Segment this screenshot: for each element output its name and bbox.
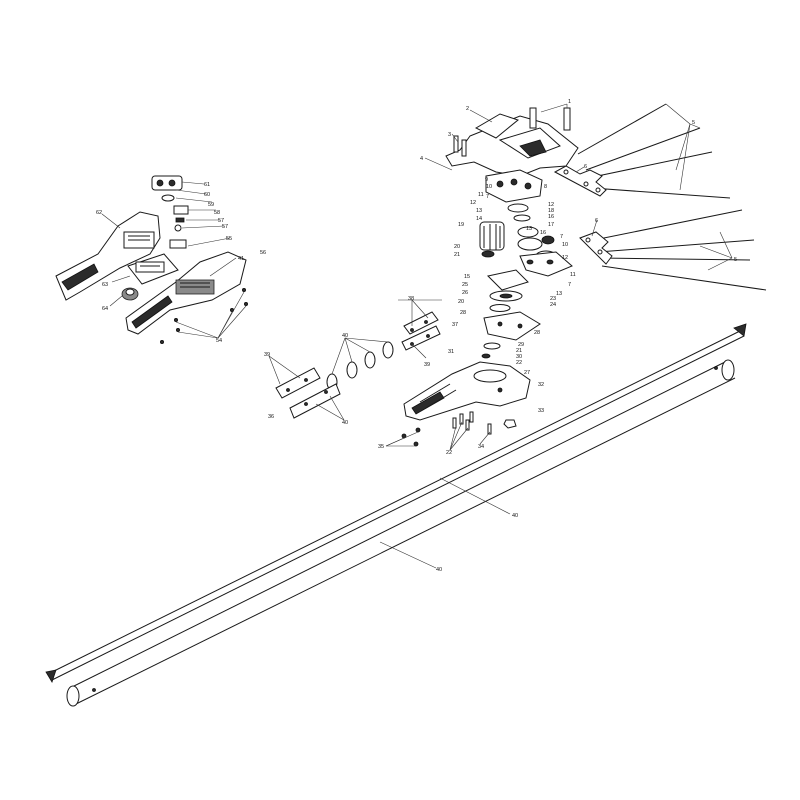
callout-label: 37 <box>452 322 458 328</box>
callout-label: 19 <box>458 222 464 228</box>
callout-label: 25 <box>462 282 468 288</box>
callout-label: 8 <box>544 184 547 190</box>
battery-pack <box>127 253 179 285</box>
callout-label: 2 <box>466 106 469 112</box>
callout-label: 32 <box>538 382 544 388</box>
callout-label: 59 <box>208 202 214 208</box>
callout-label: 14 <box>476 216 482 222</box>
callout-label: 13 <box>556 291 562 297</box>
callout-label: 9 <box>485 177 488 183</box>
callout-label: 23 <box>550 296 556 302</box>
callout-label: 63 <box>102 282 108 288</box>
callout-label: 21 <box>454 252 460 258</box>
callout-label: 34 <box>478 444 484 450</box>
callout-label: 24 <box>550 302 556 308</box>
callout-label: 10 <box>562 242 568 248</box>
grip-rings <box>326 341 394 391</box>
leader-lines <box>101 103 733 569</box>
callout-label: 7 <box>560 234 563 240</box>
callout-label: 40 <box>436 567 442 573</box>
callout-label: 40 <box>342 420 348 426</box>
switch-parts <box>151 175 189 249</box>
callout-label: 56 <box>260 250 266 256</box>
tube-assembly <box>45 323 747 707</box>
callout-label: 55 <box>226 236 232 242</box>
callout-label: 11 <box>478 192 484 198</box>
callout-label: 20 <box>458 299 464 305</box>
callout-label: 54 <box>216 338 222 344</box>
grip-sleeve-upper <box>401 311 441 351</box>
blade-rods-upper <box>577 103 731 199</box>
callout-label: 62 <box>96 210 102 216</box>
callout-label: 18 <box>548 208 554 214</box>
callout-label: 36 <box>268 414 274 420</box>
handle-upper-half <box>55 211 161 301</box>
callout-label: 40 <box>342 333 348 339</box>
callout-label: 13 <box>476 208 482 214</box>
callout-label: 64 <box>102 306 108 312</box>
callout-label: 39 <box>424 362 430 368</box>
callout-label: 22 <box>446 450 452 456</box>
callout-label: 7 <box>486 194 489 200</box>
callout-label: 61 <box>204 182 210 188</box>
callout-label: 4 <box>420 156 423 162</box>
callout-label: 6 <box>584 164 587 170</box>
gear-stack <box>517 226 573 277</box>
callout-label: 13 <box>526 226 532 232</box>
callout-label: 5 <box>692 120 695 126</box>
callout-label: 39 <box>264 352 270 358</box>
motor <box>479 221 505 258</box>
lower-housing <box>403 361 531 421</box>
callout-label: 6 <box>595 218 598 224</box>
callout-label: 7 <box>568 282 571 288</box>
callout-label: 3 <box>448 132 451 138</box>
callout-label: 21 <box>516 348 522 354</box>
blade-clamp-lower <box>579 231 613 265</box>
callout-label: 16 <box>540 230 546 236</box>
callout-label: 10 <box>486 184 492 190</box>
callout-label: 28 <box>460 310 466 316</box>
callout-label: 15 <box>464 274 470 280</box>
callout-label: 12 <box>562 255 568 261</box>
callout-label: 29 <box>518 342 524 348</box>
callout-label: 12 <box>548 202 554 208</box>
knob-68 <box>121 287 139 301</box>
handle-screws <box>159 287 248 344</box>
gear-housing-upper <box>485 169 543 222</box>
callout-labels: 1 2 3 4 5 5 6 6 7 7 7 8 9 10 10 11 11 12… <box>96 99 737 573</box>
callout-label: 57 <box>218 218 224 224</box>
middle-plates <box>481 269 541 359</box>
callout-label: 16 <box>548 214 554 220</box>
callout-label: 28 <box>534 330 540 336</box>
callout-label: 57 <box>222 224 228 230</box>
blade-clamp-upper <box>553 165 607 197</box>
callout-label: 41 <box>238 256 244 262</box>
callout-label: 26 <box>462 290 468 296</box>
callout-label: 40 <box>512 513 518 519</box>
callout-label: 22 <box>516 360 522 366</box>
grip-sleeve-lower <box>275 367 341 419</box>
handle-lower-half <box>125 251 247 335</box>
callout-label: 31 <box>448 349 454 355</box>
head-cover <box>445 107 579 177</box>
callout-label: 11 <box>570 272 576 278</box>
callout-label: 20 <box>454 244 460 250</box>
callout-label: 30 <box>516 354 522 360</box>
callout-label: 35 <box>378 444 384 450</box>
callout-label: 58 <box>214 210 220 216</box>
callout-label: 5 <box>734 257 737 263</box>
callout-label: 60 <box>204 192 210 198</box>
callout-label: 17 <box>548 222 554 228</box>
callout-label: 33 <box>538 408 544 414</box>
callout-label: 1 <box>568 99 571 105</box>
callout-label: 27 <box>524 370 530 376</box>
callout-label: 38 <box>408 296 414 302</box>
blade-rods-lower <box>593 209 767 291</box>
callout-label: 12 <box>470 200 476 206</box>
